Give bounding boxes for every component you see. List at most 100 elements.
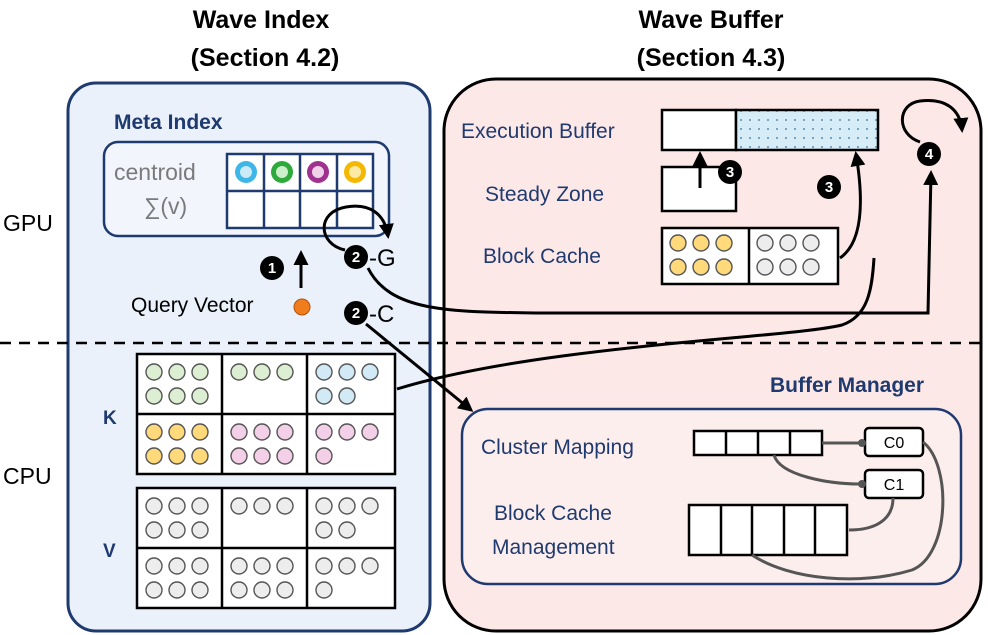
- c0-to-cache-link: [751, 440, 945, 581]
- kv-dot: [338, 423, 356, 441]
- block-cache-dots: [669, 234, 820, 276]
- block-cache-management-array: [687, 503, 849, 557]
- step1-number: 1: [268, 260, 276, 277]
- kv-dot: [338, 521, 356, 539]
- step2g-loop-arrow: [322, 204, 394, 252]
- cache-dot-gray: [756, 258, 774, 276]
- step2c-badge: [344, 301, 368, 325]
- kv-dot: [253, 423, 271, 441]
- cache-dot-yellow: [715, 258, 733, 276]
- execution-buffer-label: Execution Buffer: [461, 120, 615, 143]
- wave-index-section: (Section 4.2): [191, 44, 340, 72]
- kv-dot: [315, 447, 333, 465]
- kv-dot: [230, 557, 248, 575]
- kv-dot: [145, 363, 163, 381]
- kv-dot: [361, 497, 379, 515]
- kv-dot: [145, 497, 163, 515]
- kv-dot: [145, 423, 163, 441]
- kv-dot: [315, 363, 333, 381]
- kv-dot: [191, 363, 209, 381]
- kv-dot: [168, 521, 186, 539]
- step2g-badge: [344, 245, 368, 269]
- kv-dot: [315, 557, 333, 575]
- kv-dot: [276, 557, 294, 575]
- kv-dot: [361, 363, 379, 381]
- steady-zone-label: Steady Zone: [485, 183, 604, 206]
- kv-dot: [168, 497, 186, 515]
- kv-dot: [253, 557, 271, 575]
- buffer-manager-label: Buffer Manager: [770, 374, 924, 397]
- c0-link-dot: [858, 439, 866, 447]
- kv-dot: [145, 521, 163, 539]
- cache-dot-gray: [779, 234, 797, 252]
- kv-dot: [315, 497, 333, 515]
- kv-dot: [230, 497, 248, 515]
- c1-link-dot: [858, 480, 866, 488]
- kv-dot: [230, 581, 248, 599]
- cache-dot-gray: [779, 258, 797, 276]
- kv-dot: [253, 447, 271, 465]
- step4-badge: [917, 142, 941, 166]
- kv-dot: [191, 387, 209, 405]
- step2c-to-buffer-manager-arrow: [365, 322, 474, 412]
- kv-dot: [230, 447, 248, 465]
- cache-dot-yellow: [715, 234, 733, 252]
- kv-dot: [191, 497, 209, 515]
- gpu-label: GPU: [3, 210, 53, 236]
- centroid-dot-blue: [235, 161, 257, 183]
- kv-dot: [315, 521, 333, 539]
- step3b-badge: [817, 175, 841, 199]
- kv-dot: [230, 423, 248, 441]
- kv-dot: [253, 497, 271, 515]
- kv-dot: [253, 363, 271, 381]
- cache-dot-gray: [802, 258, 820, 276]
- step2g-suffix: -G: [369, 245, 396, 272]
- c1-label: C1: [884, 477, 905, 494]
- kv-dot: [145, 557, 163, 575]
- cache-dot-yellow: [692, 234, 710, 252]
- kv-dot: [168, 557, 186, 575]
- kv-dot: [191, 581, 209, 599]
- kv-dot: [338, 387, 356, 405]
- kv-dot: [315, 581, 333, 599]
- wave-buffer-title: Wave Buffer: [639, 6, 784, 34]
- kv-dot: [145, 581, 163, 599]
- step3a-badge: [718, 160, 742, 184]
- kv-dot: [230, 363, 248, 381]
- kv-dot: [145, 447, 163, 465]
- kv-dot: [168, 363, 186, 381]
- meta-index-label: Meta Index: [114, 111, 223, 134]
- kv-dot: [191, 521, 209, 539]
- step1-badge: [260, 256, 284, 280]
- execution-buffer-steady-part: [660, 108, 738, 152]
- step4-number: 4: [925, 146, 934, 163]
- k-label: K: [103, 408, 117, 429]
- block-cache-management-line1: Block Cache: [494, 502, 612, 525]
- kv-dot: [168, 581, 186, 599]
- kv-dot: [191, 447, 209, 465]
- kv-dot: [191, 557, 209, 575]
- kv-block-dots: [145, 363, 379, 599]
- cache-dot-gray: [802, 234, 820, 252]
- k-to-block-cache-arrow: [396, 257, 876, 391]
- cache-dot-gray: [756, 234, 774, 252]
- step2g-to-step4-arrow: [366, 170, 939, 315]
- cache-to-execution-arrow: [839, 151, 866, 260]
- kv-dot: [361, 557, 379, 575]
- kv-dot: [338, 497, 356, 515]
- kv-dot: [276, 447, 294, 465]
- kv-dot: [276, 363, 294, 381]
- v-label: V: [103, 541, 116, 562]
- c0-label: C0: [884, 435, 905, 452]
- cache-dot-yellow: [669, 234, 687, 252]
- kv-dot: [191, 423, 209, 441]
- cache-dot-yellow: [669, 258, 687, 276]
- step2g-number: 2: [352, 249, 360, 266]
- kv-dot: [276, 581, 294, 599]
- kv-dot: [361, 423, 379, 441]
- step2c-number: 2: [352, 305, 360, 322]
- step3b-number: 3: [825, 179, 833, 196]
- centroid-label: centroid: [114, 159, 196, 185]
- cluster-mapping-array: [692, 429, 824, 457]
